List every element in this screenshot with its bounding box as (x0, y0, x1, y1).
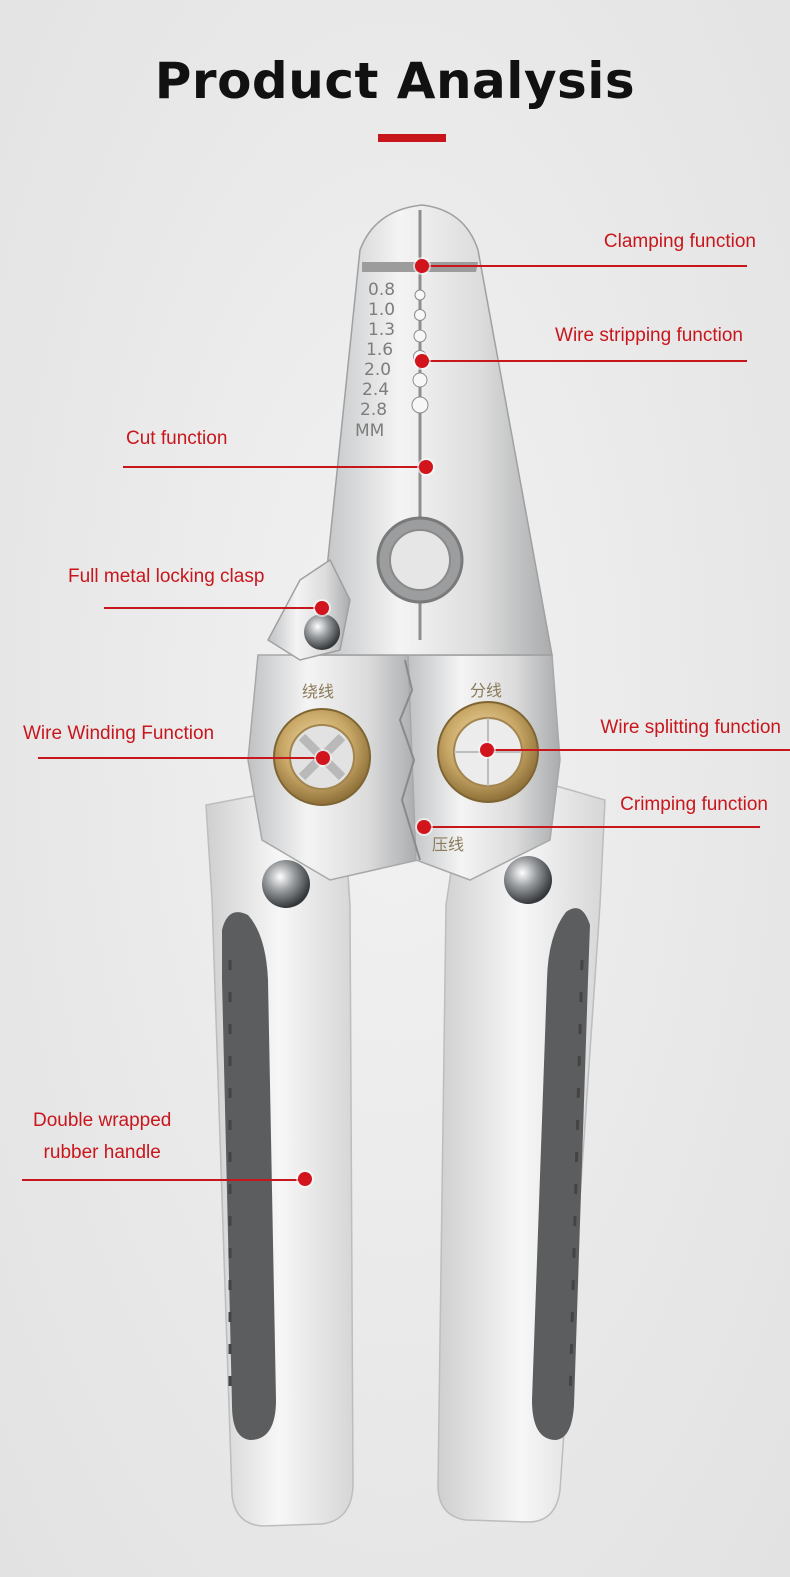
gauge-unit: MM (355, 421, 384, 441)
left-handle (205, 787, 354, 1527)
marker-splitting (480, 743, 494, 757)
blade-jaws (267, 204, 553, 661)
leader-locking (104, 607, 324, 609)
leader-clamping (425, 265, 747, 267)
right-rubber-grip (532, 908, 590, 1440)
callout-locking: Full metal locking clasp (68, 566, 265, 587)
callout-winding: Wire Winding Function (23, 723, 215, 744)
callout-crimping: Crimping function (620, 794, 768, 815)
gauge-size: 1.6 (366, 340, 393, 360)
page-title: Product Analysis (154, 52, 636, 110)
marker-handle (298, 1172, 312, 1186)
leader-winding (38, 757, 326, 759)
locking-clasp (267, 558, 351, 661)
gauge-size: 1.3 (368, 320, 395, 340)
callout-stripping: Wire stripping function (555, 325, 743, 346)
marker-clamping (415, 259, 429, 273)
wire-gauge-scale: 0.8 1.0 1.3 1.6 2.0 2.4 2.8 MM (355, 280, 395, 441)
marker-locking (315, 601, 329, 615)
leader-crimping (427, 826, 760, 828)
gauge-size: 2.0 (364, 360, 391, 380)
marker-crimping (417, 820, 431, 834)
right-handle (437, 782, 606, 1523)
gauge-size: 2.4 (362, 380, 389, 400)
leader-cut (123, 466, 428, 468)
callout-handle-line2: rubber handle (43, 1142, 161, 1163)
marker-winding (316, 751, 330, 765)
leader-splitting (490, 749, 790, 751)
title-underline (378, 134, 446, 142)
marker-stripping (415, 354, 429, 368)
callout-handle: Double wrapped rubber handle (33, 1105, 171, 1169)
right-rivet (504, 856, 552, 904)
crimping-label-cn: 压线 (432, 835, 464, 854)
callout-cut: Cut function (126, 428, 228, 449)
marker-cut (419, 460, 433, 474)
gauge-size: 1.0 (368, 300, 395, 320)
leader-handle (22, 1179, 310, 1181)
callout-splitting: Wire splitting function (600, 717, 781, 738)
winding-label-cn: 绕线 (302, 682, 334, 701)
callout-handle-line1: Double wrapped (33, 1110, 172, 1131)
gauge-size: 0.8 (368, 280, 395, 300)
callout-clamping: Clamping function (603, 231, 756, 252)
left-rubber-grip (222, 912, 276, 1440)
gauge-size: 2.8 (360, 400, 387, 420)
left-rivet (262, 860, 310, 908)
leader-stripping (425, 360, 747, 362)
splitting-label-cn: 分线 (470, 681, 502, 700)
